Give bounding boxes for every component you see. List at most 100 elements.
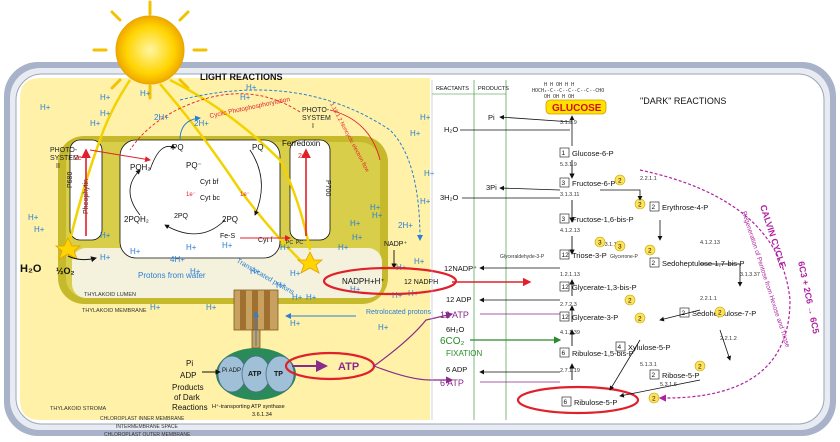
cyt-bc: Cyt bc [200,195,220,202]
compound-6: Ribulose-1,5-bis-P [572,349,634,358]
inner-membrane-label: CHLOROPLAST INNER MEMBRANE [100,416,185,422]
compound-count-box-6 [559,347,570,358]
hplus-15: H+ [350,219,361,228]
compound-2: Fructose-1,6-bis-P [572,215,634,224]
nadph-highlight [322,266,458,296]
sun-icon [92,0,208,100]
twelve-atp-reactant: 12 ATP [440,310,469,320]
compound-count-11: 4 [618,344,622,351]
circle-number-0: 2 [618,178,622,185]
compound-count-box-3 [559,249,570,260]
circle-number-7: 2 [718,310,722,317]
compound-count-12: 2 [652,372,656,379]
synthase-tp: TP [274,371,283,378]
hplus-19: H+ [410,129,421,138]
hplus-20: H+ [424,169,435,178]
six-atp-reactant: 6 ATP [440,378,464,388]
hplus-38: H+ [420,197,431,206]
nadp-label: NADP⁺ [384,241,407,248]
light-title: LIGHT REACTIONS [200,72,283,82]
proton-arc-top [179,89,423,241]
six-adp-product: 6 ADP [446,365,467,374]
hplus-32: H+ [206,303,217,312]
ps2-label-3: II [56,163,60,170]
six-h2o-reactant: 6H₂O [446,325,464,334]
compound-5: Glycerate-3-P [572,313,618,322]
hplus-18: H+ [420,113,431,122]
glycerone-label: Glycerone-P [610,254,638,260]
pq-top-right: PQ [252,143,264,152]
ec-13: 2.2.1.2 [720,336,737,342]
pc-2: PC [296,240,303,246]
hplus-12: H+ [222,241,233,250]
ec-7: 4.1.1.39 [560,330,580,336]
compound-3: Triose-3-P [572,251,607,260]
ec-2: 3.1.3.11 [560,192,579,198]
compound-12: Ribose-5-P [662,371,700,380]
intermembrane-label: INTERMEMBRANE SPACE [116,424,179,430]
calvin-arc [639,169,791,402]
lumen-label: THYLAKOID LUMEN [84,292,136,298]
compound-1: Fructose-6-P [572,179,615,188]
reactants-header: REACTANTS [436,86,469,92]
h2o-label: H₂O [20,263,42,275]
hplus-9: H+ [100,231,111,240]
hplus-37: H+ [372,211,383,220]
noncyclic-arc [329,109,381,161]
circle-number-bg-2 [594,236,606,248]
twelve-nadp-product: 12NADP⁺ [444,264,477,273]
ec-12: 2.2.1.1 [700,296,717,302]
compound-count-box-12 [649,369,660,380]
hplus-1: H+ [246,83,257,92]
twelve-adp-product: 12 ADP [446,295,471,304]
hplus-23: H+ [100,253,111,262]
adp-label: ADP [180,371,196,380]
six-co2-reactant: 6CO₂ [440,336,465,347]
four-h-label: 4H+ [170,255,185,264]
compound-count-box-9 [649,257,660,268]
hplus-3: H+ [100,93,111,102]
compound-0: Glucose-6-P [572,149,614,158]
pqh2: PQH₂ [130,163,150,172]
hplus-8: H+ [34,225,45,234]
ps1-label-1: PHOTO- [302,107,330,114]
two-pq: 2PQ [222,215,238,224]
glucose-box [545,99,607,115]
two-pq-minus: 2PQ [174,213,189,220]
circle-number-bg-7 [714,306,726,318]
ec-5: 1.2.1.13 [560,272,580,278]
circle-number-bg-8 [694,360,706,372]
ps1-label-2: SYSTEM [302,115,331,122]
ec-11: 3.1.3.37 [740,272,760,278]
e2-label-ps1: 2e⁻ [298,153,310,160]
e1-b: 1e⁻ [240,192,250,198]
synthase-label: H⁺-transporting ATP synthase [212,403,285,410]
three-h2o-reactant: 3H₂O [440,193,458,202]
compound-count-10: 2 [682,310,686,317]
ribulose-highlight [516,385,640,415]
atp-to-6atp-arrow [373,365,454,384]
ec-6: 2.7.2.3 [560,302,577,308]
hplus-29: H+ [292,293,303,302]
ec-14: 5.1.3.1 [640,362,657,368]
compound-count-4: 12 [562,284,570,291]
twelve-nadph-label: 12 NADPH [404,279,438,286]
circle-number-bg-6 [634,312,646,324]
compound-count-box-5 [559,311,570,322]
circle-number-9: 2 [652,396,656,403]
e2-label: 2e⁻ [74,155,86,162]
compound-count-box-11 [615,341,626,352]
retro-label: Retrolocated protons [366,309,431,316]
circle-number-bg-9 [648,392,660,404]
circle-number-bg-4 [644,244,656,256]
circle-number-bg-3 [614,240,626,252]
membrane-label: THYLAKOID MEMBRANE [82,308,147,314]
compound-count-6: 6 [562,350,566,357]
hplus-31: H+ [150,303,161,312]
synthase-pi-adp: Pi ADP [222,368,241,374]
hplus-21: H+ [414,257,425,266]
compound-4: Glycerate-1,3-bis-P [572,283,637,292]
hplus-24: H+ [290,269,301,278]
products-1: Products [172,383,204,392]
